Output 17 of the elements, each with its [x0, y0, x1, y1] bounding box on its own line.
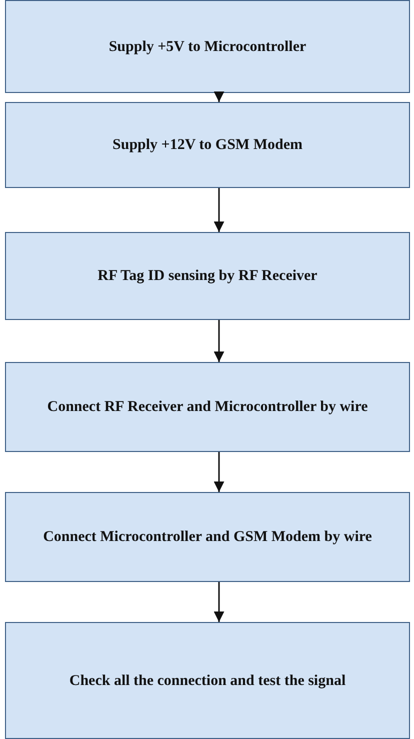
- step-text: Connect Microcontroller and GSM Modem by wire: [43, 528, 372, 547]
- step-text: Check all the connection and test the signal: [69, 672, 346, 690]
- step-text: Connect RF Receiver and Microcontroller by wire: [47, 398, 368, 417]
- step-text: Supply +5V to Microcontroller: [108, 38, 306, 56]
- arrow: [214, 92, 224, 102]
- process-box: [5, 362, 410, 452]
- arrow: [214, 188, 224, 232]
- arrow: [214, 320, 224, 362]
- step-text: Supply +12V to GSM Modem: [112, 136, 302, 155]
- process-box: [5, 622, 410, 739]
- arrow: [214, 582, 224, 622]
- process-box: [5, 102, 410, 188]
- process-box: [5, 232, 410, 320]
- process-box: [5, 0, 410, 93]
- process-box: [5, 492, 410, 582]
- step-text: RF Tag ID sensing by RF Receiver: [98, 267, 318, 286]
- arrow: [214, 452, 224, 492]
